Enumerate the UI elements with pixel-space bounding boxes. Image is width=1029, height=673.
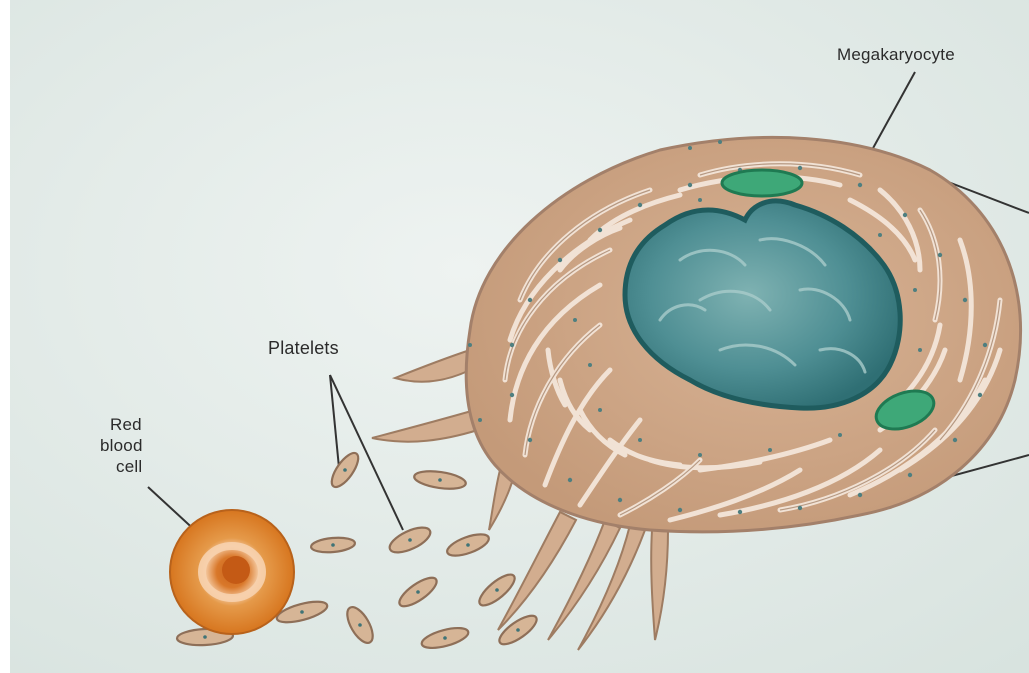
red-blood-cell-label-line1: Red [110,415,142,434]
megakaryocyte-label: Megakaryocyte [837,45,955,64]
platelets-label: Platelets [268,338,339,358]
green-organelle-top [722,170,802,196]
red-blood-cell-label-line2: blood [100,436,143,455]
image-border [0,0,10,673]
red-blood-cell [170,510,294,634]
red-blood-cell-label-line3: cell [116,457,142,476]
